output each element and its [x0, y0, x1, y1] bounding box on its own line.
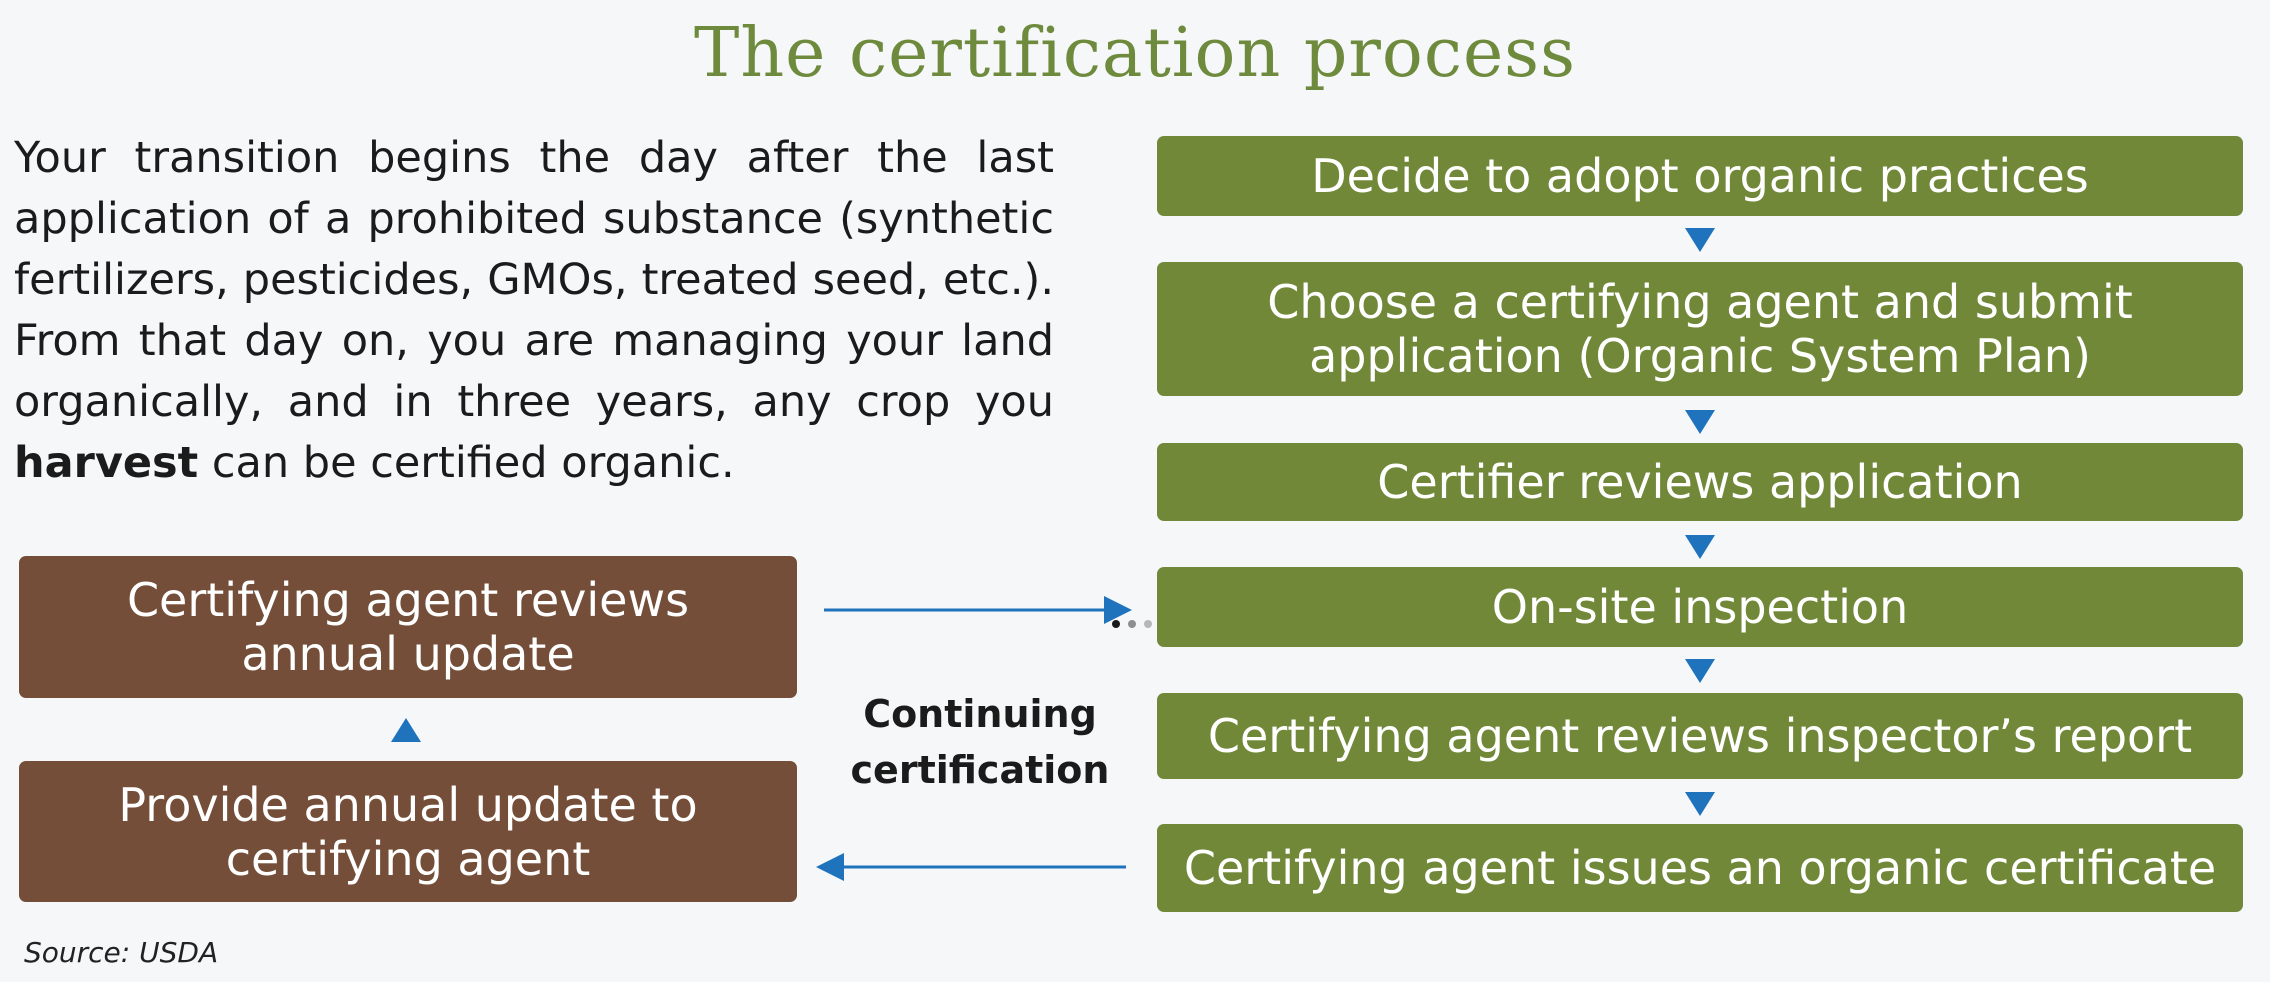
intro-bold-word: harvest	[14, 438, 199, 488]
step-5-box: Certifying agent reviews inspector’s rep…	[1157, 693, 2243, 779]
annual-update-box: Provide annual update to certifying agen…	[19, 761, 797, 902]
step-4-box: On-site inspection	[1157, 567, 2243, 647]
arrow-down-1-icon	[1685, 228, 1715, 252]
source-note: Source: USDA	[24, 936, 219, 969]
step-1-box: Decide to adopt organic practices	[1157, 136, 2243, 216]
step-5-label: Certifying agent reviews inspector’s rep…	[1207, 709, 2193, 763]
arrow-right-icon	[824, 596, 1132, 624]
arrow-down-2-icon	[1685, 410, 1715, 434]
continuing-certification-label: Continuing certification	[850, 692, 1110, 792]
step-3-label: Certifier reviews application	[1377, 455, 2023, 509]
annual-review-box: Certifying agent reviews annual update	[19, 556, 797, 698]
intro-text-end: can be certified organic.	[198, 438, 735, 488]
arrow-up-icon	[391, 718, 421, 742]
intro-text-start: Your transition begins the day after the…	[14, 133, 1054, 427]
annual-update-label: Provide annual update to certifying agen…	[118, 777, 698, 886]
step-2-box: Choose a certifying agent and submit app…	[1157, 262, 2243, 396]
step-6-label: Certifying agent issues an organic certi…	[1183, 841, 2217, 895]
arrow-down-3-icon	[1685, 535, 1715, 559]
step-2-label: Choose a certifying agent and submit app…	[1267, 275, 2133, 383]
step-4-label: On-site inspection	[1491, 580, 1909, 634]
step-3-box: Certifier reviews application	[1157, 443, 2243, 521]
intro-paragraph: Your transition begins the day after the…	[14, 128, 1054, 494]
arrow-left-icon	[816, 853, 1126, 881]
dotted-connector	[1112, 620, 1152, 628]
step-6-box: Certifying agent issues an organic certi…	[1157, 824, 2243, 912]
arrow-down-5-icon	[1685, 792, 1715, 816]
page-title: The certification process	[694, 14, 1576, 93]
step-1-label: Decide to adopt organic practices	[1311, 149, 2089, 203]
arrow-down-4-icon	[1685, 659, 1715, 683]
annual-review-label: Certifying agent reviews annual update	[126, 573, 690, 681]
